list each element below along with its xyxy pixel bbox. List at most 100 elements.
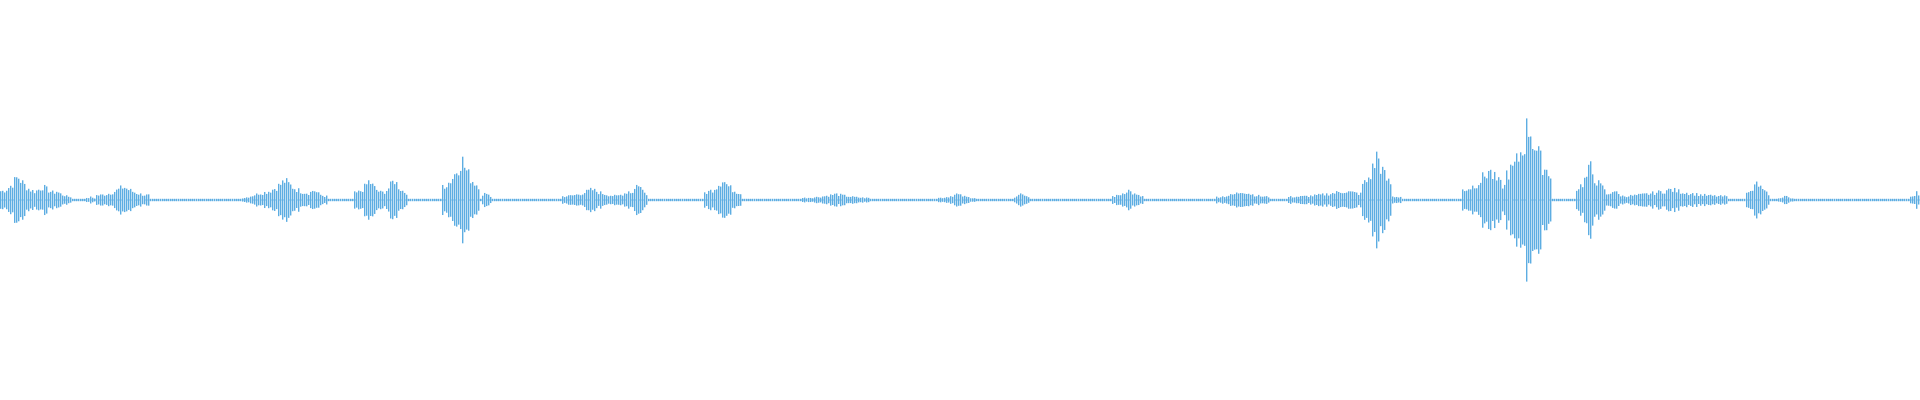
waveform-sample	[620, 194, 622, 206]
waveform-sample	[310, 191, 312, 209]
waveform-sample	[60, 193, 62, 207]
waveform-sample	[88, 198, 90, 202]
waveform-sample	[1550, 178, 1552, 222]
waveform-sample	[1906, 198, 1908, 202]
waveform-sample	[488, 194, 490, 206]
waveform-sample	[84, 198, 86, 202]
waveform-sample	[1580, 184, 1582, 216]
waveform-sample	[350, 198, 352, 202]
waveform-sample	[204, 198, 206, 202]
waveform-sample	[978, 198, 980, 202]
waveform-sample	[1150, 198, 1152, 202]
waveform-sample	[250, 196, 252, 204]
waveform-sample	[202, 198, 204, 202]
waveform-sample	[164, 198, 166, 202]
waveform-sample	[1654, 194, 1656, 206]
waveform-sample	[510, 198, 512, 202]
waveform-sample	[508, 198, 510, 202]
waveform-sample	[402, 190, 404, 210]
waveform-sample	[1664, 193, 1666, 207]
waveform-sample	[814, 197, 816, 203]
waveform-sample	[550, 198, 552, 202]
waveform-sample	[516, 198, 518, 202]
waveform-sample	[1736, 198, 1738, 202]
waveform-sample	[1662, 193, 1664, 207]
waveform-sample	[704, 192, 706, 208]
waveform-sample	[1172, 198, 1174, 202]
waveform-sample	[394, 184, 396, 216]
waveform-sample	[950, 196, 952, 204]
waveform-sample	[266, 193, 268, 207]
waveform-sample	[700, 198, 702, 202]
waveform-sample	[1086, 198, 1088, 202]
waveform-sample	[1022, 194, 1024, 206]
waveform-sample	[922, 198, 924, 202]
waveform-sample	[1458, 198, 1460, 202]
waveform-sample	[1456, 198, 1458, 202]
waveform-sample	[966, 196, 968, 204]
waveform-sample	[76, 198, 78, 202]
waveform-sample	[1094, 198, 1096, 202]
waveform-sample	[914, 198, 916, 202]
waveform-sample	[1482, 172, 1484, 228]
waveform-sample	[144, 195, 146, 205]
waveform-sample	[1742, 198, 1744, 202]
waveform-sample	[182, 198, 184, 202]
waveform-sample	[1424, 198, 1426, 202]
waveform-sample	[1008, 198, 1010, 202]
waveform-sample	[1264, 196, 1266, 204]
waveform-sample	[1692, 193, 1694, 207]
waveform-sample	[1506, 170, 1508, 230]
waveform-sample	[942, 198, 944, 202]
waveform-sample	[1170, 198, 1172, 202]
waveform-sample	[342, 198, 344, 202]
waveform-sample	[366, 184, 368, 216]
waveform-sample	[128, 190, 130, 210]
waveform-sample	[1292, 197, 1294, 203]
waveform-sample	[636, 184, 638, 216]
waveform-sample	[68, 196, 70, 204]
waveform-sample	[912, 198, 914, 202]
waveform-sample	[592, 190, 594, 210]
waveform-sample	[1296, 196, 1298, 204]
waveform-sample	[272, 189, 274, 211]
waveform-sample	[292, 188, 294, 212]
waveform-sample	[1478, 185, 1480, 215]
waveform-sample	[178, 198, 180, 202]
waveform-sample	[1812, 198, 1814, 202]
waveform-sample	[316, 192, 318, 208]
waveform-sample	[1080, 198, 1082, 202]
waveform-sample	[586, 189, 588, 211]
waveform-sample	[1916, 191, 1918, 209]
waveform-sample	[1572, 198, 1574, 202]
waveform-sample	[276, 190, 278, 210]
waveform-sample	[54, 193, 56, 207]
waveform-sample	[314, 191, 316, 209]
waveform-sample	[312, 190, 314, 210]
waveform-sample	[1766, 191, 1768, 209]
waveform-sample	[1266, 196, 1268, 204]
waveform-sample	[766, 198, 768, 202]
waveform-sample	[1194, 198, 1196, 202]
waveform-sample	[138, 194, 140, 206]
waveform-sample	[326, 195, 328, 205]
waveform-sample	[1852, 198, 1854, 202]
waveform-sample	[1776, 198, 1778, 202]
waveform-sample	[1896, 198, 1898, 202]
waveform-sample	[1382, 166, 1384, 234]
waveform-sample	[724, 182, 726, 218]
waveform-sample	[498, 198, 500, 202]
waveform-sample	[188, 198, 190, 202]
waveform-sample	[864, 198, 866, 202]
waveform-sample	[1190, 198, 1192, 202]
waveform-sample	[330, 198, 332, 202]
waveform-sample	[812, 198, 814, 202]
waveform-sample	[1726, 196, 1728, 204]
waveform-sample	[412, 198, 414, 202]
waveform-sample	[536, 198, 538, 202]
waveform-sample	[1356, 192, 1358, 208]
waveform-sample	[1306, 195, 1308, 205]
waveform-sample	[368, 180, 370, 220]
waveform-sample	[1894, 198, 1896, 202]
